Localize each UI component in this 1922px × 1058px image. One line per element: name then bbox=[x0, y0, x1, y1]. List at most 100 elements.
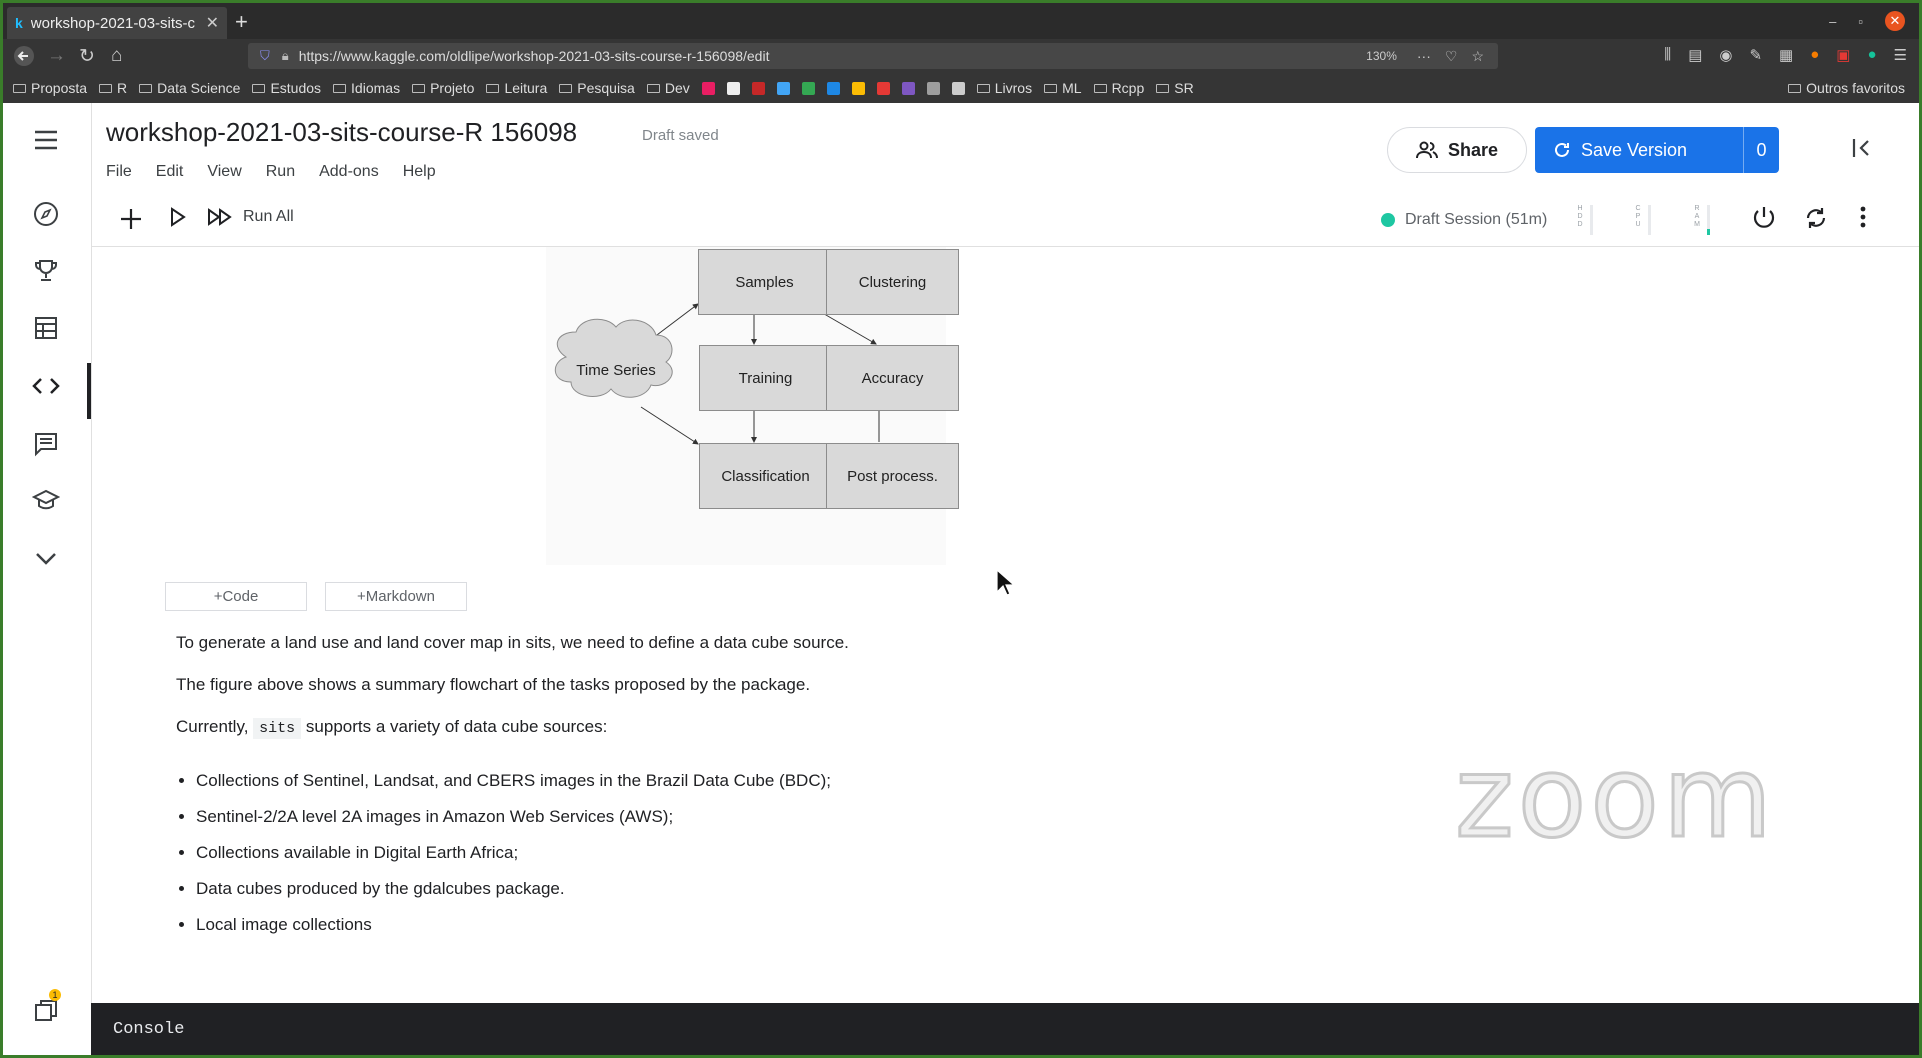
collapse-panel-icon[interactable] bbox=[1851, 137, 1873, 165]
bookmark-folder[interactable]: Idiomas bbox=[333, 80, 400, 96]
comments-icon[interactable] bbox=[31, 429, 61, 459]
pocket-icon[interactable]: ♡ bbox=[1444, 47, 1458, 64]
console-bar[interactable]: Console bbox=[91, 1003, 1919, 1055]
notebook-title[interactable]: workshop-2021-03-sits-course-R 156098 bbox=[106, 117, 578, 147]
grammarly-icon[interactable]: ● bbox=[1867, 46, 1877, 63]
code-icon[interactable] bbox=[31, 371, 61, 401]
favicon-icon bbox=[951, 81, 965, 95]
menu-item[interactable]: File bbox=[106, 163, 132, 180]
url-text[interactable]: https://www.kaggle.com/oldlipe/workshop-… bbox=[298, 48, 770, 64]
bookmark-folder[interactable]: R bbox=[99, 80, 127, 96]
reader-icon[interactable]: ▤ bbox=[1688, 47, 1703, 64]
back-icon[interactable] bbox=[13, 45, 35, 73]
other-bookmarks[interactable]: Outros favoritos bbox=[1788, 80, 1905, 96]
bookmark-folder[interactable]: Estudos bbox=[252, 80, 321, 96]
reload-icon[interactable]: ↻ bbox=[79, 46, 95, 67]
folder-icon bbox=[1788, 83, 1802, 93]
trophy-icon[interactable] bbox=[31, 256, 61, 286]
close-window-icon[interactable]: ✕ bbox=[1885, 11, 1905, 31]
version-count[interactable]: 0 bbox=[1743, 127, 1779, 173]
bookmark-favicon-icon[interactable] bbox=[876, 81, 890, 95]
run-cell-icon[interactable] bbox=[169, 207, 187, 227]
hamburger-menu-icon[interactable] bbox=[31, 125, 61, 155]
save-version-button[interactable]: Save Version 0 bbox=[1535, 127, 1779, 173]
home-icon[interactable]: ⌂ bbox=[111, 45, 123, 66]
zoom-level[interactable]: 130% bbox=[1366, 49, 1397, 63]
bookmark-favicon-icon[interactable] bbox=[801, 81, 815, 95]
bookmark-label: Estudos bbox=[270, 80, 322, 96]
add-markdown-cell-button[interactable]: +Markdown bbox=[325, 582, 467, 611]
share-button[interactable]: Share bbox=[1387, 127, 1527, 173]
extension-red-icon[interactable]: ▣ bbox=[1836, 47, 1851, 64]
new-tab-icon[interactable]: + bbox=[235, 9, 248, 34]
bookmark-favicon-icon[interactable] bbox=[776, 81, 790, 95]
more-icon[interactable]: ··· bbox=[1416, 48, 1431, 64]
bookmark-folder[interactable]: Dev bbox=[646, 80, 690, 96]
url-bar[interactable]: ⛉ 🔒︎ https://www.kaggle.com/oldlipe/work… bbox=[248, 43, 1498, 69]
menu-item[interactable]: View bbox=[207, 163, 242, 180]
power-icon[interactable] bbox=[1751, 205, 1777, 238]
bookmark-folder[interactable]: Rcpp bbox=[1093, 80, 1144, 96]
compass-icon[interactable] bbox=[31, 199, 61, 229]
menu-icon[interactable]: ☰ bbox=[1893, 47, 1907, 64]
browser-tab[interactable]: k workshop-2021-03-sits-c ✕ bbox=[7, 7, 227, 39]
lock-icon[interactable]: 🔒︎ bbox=[281, 48, 289, 63]
menu-item[interactable]: Run bbox=[265, 163, 296, 180]
bookmark-folder[interactable]: Proposta bbox=[13, 80, 87, 96]
bookmark-favicon-icon[interactable] bbox=[951, 81, 965, 95]
menu-item[interactable]: Help bbox=[402, 163, 436, 180]
run-all-icon[interactable] bbox=[207, 207, 233, 227]
bookmark-folder[interactable]: Livros bbox=[976, 80, 1032, 96]
bookmark-folder[interactable]: Projeto bbox=[412, 80, 474, 96]
add-code-cell-button[interactable]: +Code bbox=[165, 582, 307, 611]
bookmark-label: Projeto bbox=[430, 80, 475, 96]
notebook-content[interactable]: Samples Clustering Time Series Training … bbox=[91, 247, 1919, 947]
forward-icon[interactable]: → bbox=[47, 45, 66, 66]
more-options-icon[interactable] bbox=[1859, 205, 1867, 236]
minimize-icon[interactable]: – bbox=[1829, 13, 1837, 29]
favicon-icon bbox=[851, 81, 865, 95]
table-icon[interactable] bbox=[31, 313, 61, 343]
account-icon[interactable]: ◉ bbox=[1719, 47, 1733, 64]
cpu-bar bbox=[1648, 205, 1651, 235]
grid-extension-icon[interactable]: ▦ bbox=[1779, 47, 1794, 64]
notifications-icon[interactable]: 1 bbox=[33, 989, 61, 1030]
bookmark-favicon-icon[interactable] bbox=[901, 81, 915, 95]
session-status[interactable]: Draft Session (51m) bbox=[1381, 211, 1547, 229]
bookmark-favicon-icon[interactable] bbox=[851, 81, 865, 95]
run-all-button[interactable]: Run All bbox=[243, 208, 294, 225]
add-cell-icon[interactable] bbox=[119, 207, 143, 231]
folder-icon bbox=[252, 83, 266, 93]
library-icon[interactable]: ⫼ bbox=[1664, 46, 1672, 63]
close-tab-icon[interactable]: ✕ bbox=[205, 15, 219, 32]
learn-icon[interactable] bbox=[31, 486, 61, 516]
refresh-icon bbox=[1555, 142, 1569, 157]
bookmark-label: R bbox=[117, 80, 128, 96]
chevron-down-icon[interactable] bbox=[31, 543, 61, 573]
markdown-paragraph: To generate a land use and land cover ma… bbox=[176, 633, 849, 652]
extension-orange-icon[interactable]: ● bbox=[1810, 46, 1820, 63]
bookmark-star-icon[interactable]: ☆ bbox=[1471, 47, 1484, 64]
favicon-icon bbox=[751, 81, 765, 95]
bookmark-folder[interactable]: SR bbox=[1156, 80, 1194, 96]
restart-icon[interactable] bbox=[1803, 205, 1829, 238]
bookmark-favicon-icon[interactable] bbox=[751, 81, 765, 95]
menu-item[interactable]: Edit bbox=[155, 163, 184, 180]
bookmark-favicon-icon[interactable] bbox=[826, 81, 840, 95]
menu-item[interactable]: Add-ons bbox=[319, 163, 379, 180]
maximize-icon[interactable]: ▫ bbox=[1858, 13, 1863, 29]
bookmark-favicon-icon[interactable] bbox=[926, 81, 940, 95]
shield-icon[interactable]: ⛉ bbox=[260, 48, 270, 63]
bookmark-favicon-icon[interactable] bbox=[726, 81, 740, 95]
bookmark-folder[interactable]: Leitura bbox=[486, 80, 547, 96]
bookmark-favicon-icon[interactable] bbox=[701, 81, 715, 95]
bookmark-folder[interactable]: Data Science bbox=[139, 80, 240, 96]
bookmark-folder[interactable]: Pesquisa bbox=[559, 80, 635, 96]
bookmark-folder[interactable]: ML bbox=[1044, 80, 1082, 96]
hdd-bar bbox=[1590, 205, 1593, 235]
extension-icon[interactable]: ✎ bbox=[1749, 47, 1763, 64]
